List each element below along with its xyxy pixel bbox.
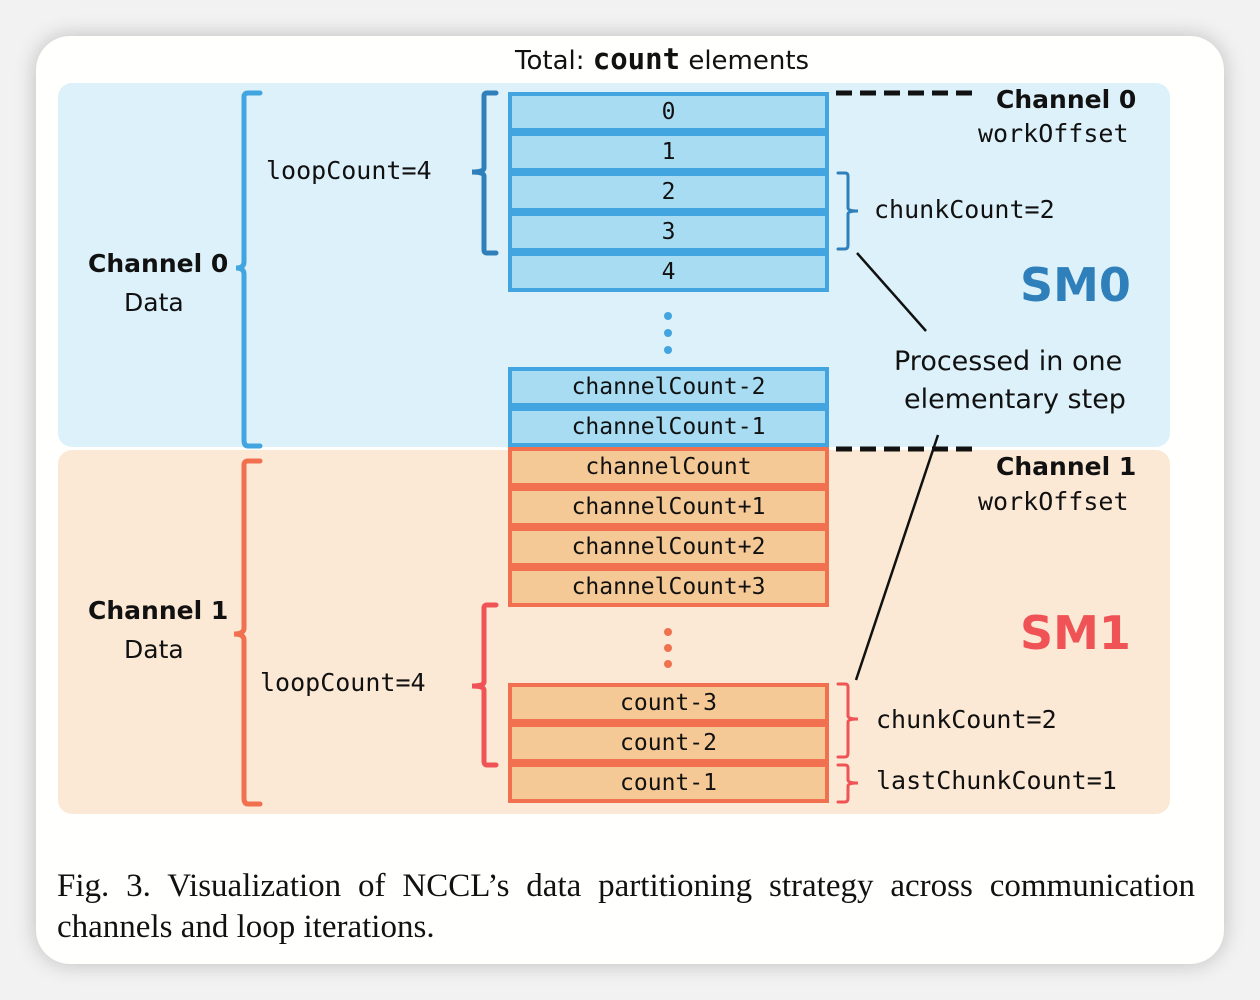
channel0-loop-label: loopCount=4: [266, 156, 432, 185]
figure-caption: Fig. 3. Visualization of NCCL’s data par…: [57, 868, 1195, 945]
channel1-offset-label: Channel 1: [996, 452, 1137, 481]
channel1-data-label: Channel 1: [88, 596, 229, 625]
channel0-offset-label: Channel 0: [996, 85, 1137, 114]
channel0-loop-brace: [471, 90, 499, 256]
sm1-label: SM1: [1020, 606, 1131, 660]
channel0-ellipsis-dot: [664, 346, 672, 354]
channel1-ellipsis-dot: [664, 644, 672, 652]
figure-title: Total: count elements: [515, 42, 809, 76]
channel1-ellipsis-dot: [664, 628, 672, 636]
channel0-cell: 0: [508, 92, 829, 132]
channel0-data-brace: [235, 90, 263, 449]
channel1-cell: count-2: [508, 723, 829, 763]
channel1-loop-brace: [471, 602, 499, 768]
channel0-ellipsis-dot: [664, 329, 672, 337]
channel0-cell: channelCount-1: [508, 407, 829, 447]
channel0-data-label: Channel 0: [88, 249, 229, 278]
channel1-chunk-label: chunkCount=2: [876, 705, 1057, 734]
channel0-ellipsis-dot: [664, 312, 672, 320]
channel1-cell: channelCount+2: [508, 527, 829, 567]
channel1-cell: count-3: [508, 683, 829, 723]
annotation-line1: Processed in one: [894, 346, 1123, 377]
channel1-chunk-brace: [836, 682, 859, 759]
channel0-cell: 1: [508, 132, 829, 172]
channel1-last-chunk-brace: [836, 763, 859, 804]
annotation-line2: elementary step: [904, 384, 1126, 415]
channel0-cell: 4: [508, 252, 829, 292]
sm0-label: SM0: [1020, 258, 1131, 312]
channel1-loop-label: loopCount=4: [260, 668, 426, 697]
channel0-cell: 2: [508, 172, 829, 212]
title-suffix: elements: [680, 46, 810, 76]
channel1-ellipsis-dot: [664, 660, 672, 668]
channel1-cell: channelCount: [508, 447, 829, 487]
channel1-cell: channelCount+3: [508, 567, 829, 607]
channel0-chunk-label: chunkCount=2: [874, 195, 1055, 224]
channel1-cell: count-1: [508, 763, 829, 803]
title-emph: count: [592, 42, 681, 76]
title-prefix: Total:: [515, 46, 593, 76]
channel0-chunk-brace: [836, 171, 859, 251]
channel0-data-sublabel: Data: [124, 288, 184, 317]
channel1-data-sublabel: Data: [124, 635, 184, 664]
annotation-line-upper: [856, 252, 927, 332]
channel0-cell: 3: [508, 212, 829, 252]
channel1-data-brace: [233, 458, 263, 807]
annotation-line-lower: [854, 434, 940, 681]
channel1-last-chunk-label: lastChunkCount=1: [876, 766, 1117, 795]
channel0-offset-sublabel: workOffset: [978, 119, 1129, 148]
channel1-cell: channelCount+1: [508, 487, 829, 527]
channel0-cell: channelCount-2: [508, 367, 829, 407]
channel1-offset-sublabel: workOffset: [978, 487, 1129, 516]
